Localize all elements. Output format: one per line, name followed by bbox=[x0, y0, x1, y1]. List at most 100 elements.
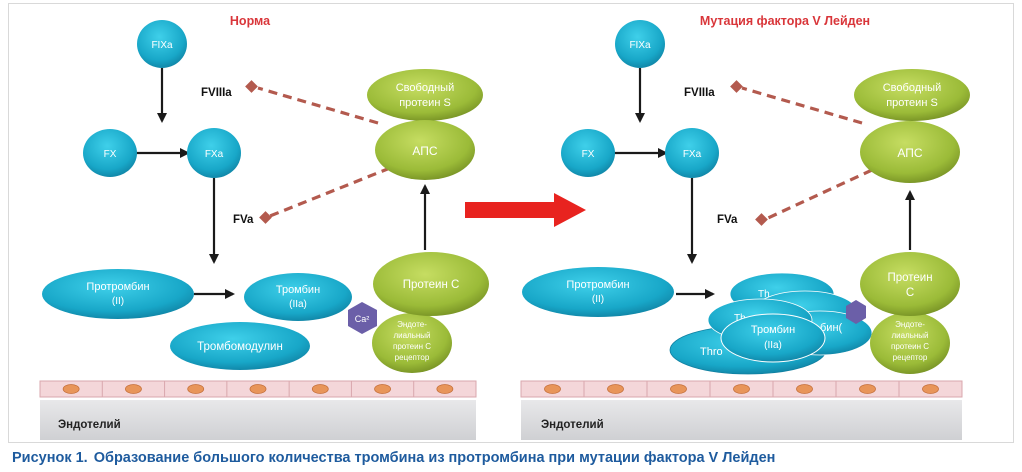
fva-label: FVa bbox=[717, 214, 738, 226]
node-free-protein-s bbox=[854, 69, 970, 121]
node-protein-c bbox=[373, 252, 489, 316]
node-fx-label: FX bbox=[104, 149, 117, 160]
fva-label: FVa bbox=[233, 214, 254, 226]
node-aps-label: АПС bbox=[412, 144, 437, 158]
cell-nucleus bbox=[796, 384, 813, 394]
node-thrombin-line1: Тромбин bbox=[276, 284, 320, 296]
endothelium-block bbox=[521, 400, 962, 440]
left-panel-title: Норма bbox=[230, 14, 271, 28]
fviiia-label: FVIIIa bbox=[201, 87, 232, 99]
node-prothrombin bbox=[522, 267, 674, 317]
fviiia-label: FVIIIa bbox=[684, 87, 715, 99]
node-free-protein-s-line2: протеин S bbox=[399, 97, 451, 109]
dashed-line-aps-fva bbox=[269, 166, 391, 218]
node-receptor-line2: лиальный bbox=[891, 331, 928, 340]
node-thrombomodulin bbox=[170, 322, 310, 370]
node-receptor-line4: рецептор bbox=[893, 353, 928, 362]
endothelium-label: Эндотелий bbox=[541, 419, 604, 431]
cell-nucleus bbox=[607, 384, 624, 394]
node-thrombin bbox=[244, 273, 352, 321]
node-thrombin-line2: (IIa) bbox=[764, 340, 782, 351]
right-panel-title: Мутация фактора V Лейден bbox=[700, 14, 870, 28]
node-receptor-line3: протеин С bbox=[393, 342, 431, 351]
inhibition-marker-fviiia bbox=[245, 80, 258, 93]
node-thrombomodulin-label: Тромбомодулин bbox=[197, 341, 283, 353]
node-thrombin-line2: (IIa) bbox=[289, 299, 307, 310]
node-aps bbox=[860, 121, 960, 183]
inhibition-marker-fva bbox=[259, 211, 272, 224]
transition-arrow bbox=[465, 193, 586, 227]
node-fxa-label: FXa bbox=[683, 149, 702, 160]
node-protein-c-line2: С bbox=[906, 287, 914, 299]
thrombin-fragment-th-2: Th bbox=[734, 313, 746, 324]
inhibition-marker-fva bbox=[755, 213, 768, 226]
node-prothrombin bbox=[42, 269, 194, 319]
caption-text: Образование большого количества тромбина… bbox=[93, 450, 776, 466]
node-fx bbox=[561, 129, 615, 177]
caption-number: Рисунок 1. bbox=[12, 450, 88, 466]
cell-nucleus bbox=[436, 384, 454, 394]
node-thrombin-line1: Тромбин bbox=[751, 324, 795, 336]
node-fixa bbox=[615, 20, 665, 68]
node-fxa bbox=[665, 128, 719, 178]
thrombin-fragment-th-1: Th bbox=[758, 289, 770, 300]
node-protein-c-label: Протеин С bbox=[403, 279, 460, 291]
endothelium-label: Эндотелий bbox=[58, 419, 121, 431]
right-panel: Мутация фактора V Лейден FVIIIa FVa FIXa… bbox=[520, 14, 970, 440]
node-protein-c-line1: Протеин bbox=[887, 272, 932, 284]
node-fixa-label: FIXa bbox=[629, 40, 651, 51]
cell-nucleus bbox=[733, 384, 750, 394]
cell-nucleus bbox=[249, 384, 267, 394]
node-fxa-label: FXa bbox=[205, 149, 224, 160]
node-thrombin bbox=[720, 313, 826, 363]
node-free-protein-s-line1: Свободный bbox=[883, 82, 942, 94]
cell-nucleus bbox=[187, 384, 205, 394]
node-prothrombin-line2: (II) bbox=[112, 296, 124, 307]
node-receptor-line2: лиальный bbox=[393, 331, 430, 340]
inhibition-marker-fviiia bbox=[730, 80, 743, 93]
node-aps-label: АПС bbox=[897, 146, 922, 160]
node-free-protein-s bbox=[367, 69, 483, 121]
thrombin-fragment-bin: бин( bbox=[820, 322, 843, 334]
membrane-cells bbox=[62, 381, 454, 397]
node-protein-c bbox=[860, 252, 960, 316]
membrane-cells bbox=[544, 381, 939, 397]
dashed-line-aps-fva bbox=[767, 168, 873, 220]
node-prothrombin-line2: (II) bbox=[592, 294, 604, 305]
node-aps bbox=[375, 120, 475, 180]
node-fixa-label: FIXa bbox=[151, 40, 173, 51]
cell-nucleus bbox=[374, 384, 391, 394]
node-free-protein-s-line2: протеин S bbox=[886, 97, 938, 109]
dashed-line-aps-fviiia bbox=[257, 86, 379, 125]
node-fxa bbox=[187, 128, 241, 178]
endothelium-block bbox=[40, 400, 476, 440]
node-prothrombin-line1: Протромбин bbox=[86, 281, 149, 293]
cell-nucleus bbox=[125, 384, 142, 394]
node-receptor-line4: рецептор bbox=[395, 353, 430, 362]
dashed-line-aps-fviiia bbox=[741, 86, 863, 125]
node-receptor-line3: протеин С bbox=[891, 342, 929, 351]
left-panel: Норма FVIIIa FVa FIXa FX FXa Свободный п… bbox=[39, 14, 489, 440]
node-receptor-line1: Эндоте- bbox=[397, 320, 427, 329]
node-fx bbox=[83, 129, 137, 177]
node-prothrombin-line1: Протромбин bbox=[566, 279, 629, 291]
cell-nucleus bbox=[859, 384, 876, 394]
calcium-label: Ca² bbox=[355, 314, 370, 324]
calcium-hexagon bbox=[846, 300, 866, 324]
node-fx-label: FX bbox=[582, 149, 595, 160]
node-fixa bbox=[137, 20, 187, 68]
node-receptor bbox=[870, 312, 950, 374]
node-receptor bbox=[372, 313, 452, 373]
thrombin-fragment-thro: Thro bbox=[700, 346, 723, 358]
cell-nucleus bbox=[544, 384, 561, 394]
cell-nucleus bbox=[62, 384, 80, 394]
node-free-protein-s-line1: Свободный bbox=[396, 82, 455, 94]
cell-nucleus bbox=[670, 384, 687, 394]
cell-nucleus bbox=[311, 384, 329, 394]
node-receptor-line1: Эндоте- bbox=[895, 320, 925, 329]
calcium-hexagon bbox=[348, 302, 377, 334]
cell-nucleus bbox=[922, 384, 939, 394]
figure-caption: Рисунок 1. Образование большого количеств… bbox=[12, 450, 775, 466]
figure-frame bbox=[8, 3, 1014, 443]
